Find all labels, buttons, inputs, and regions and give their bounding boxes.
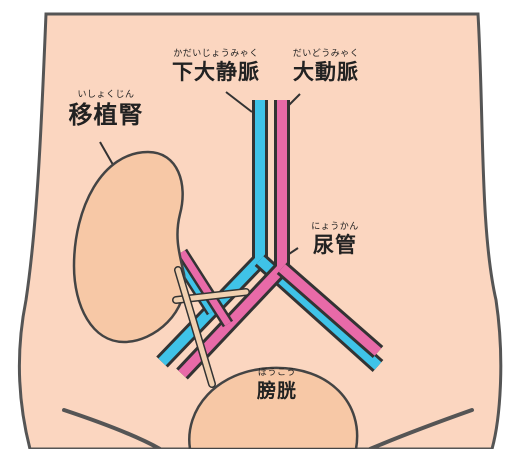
aorta-text: 大動脈: [280, 60, 372, 84]
ivc-label: かだいじょうみゃく 下大静脈: [160, 49, 272, 84]
bladder-ruby: ぼうこう: [232, 368, 322, 379]
bladder-label: ぼうこう 膀胱: [232, 368, 322, 403]
ivc-ruby: かだいじょうみゃく: [160, 49, 272, 60]
graft-kidney-label: いしょくじん 移植腎: [56, 90, 156, 129]
aorta-ruby: だいどうみゃく: [280, 49, 372, 60]
aorta-label: だいどうみゃく 大動脈: [280, 49, 372, 84]
graft-kidney-ruby: いしょくじん: [56, 90, 156, 101]
graft-kidney-text: 移植腎: [56, 101, 156, 129]
ureter-text: 尿管: [300, 233, 370, 257]
bladder-text: 膀胱: [232, 379, 322, 403]
ivc-text: 下大静脈: [160, 60, 272, 84]
ureter-label: にょうかん 尿管: [300, 222, 370, 257]
ureter-ruby: にょうかん: [300, 222, 370, 233]
